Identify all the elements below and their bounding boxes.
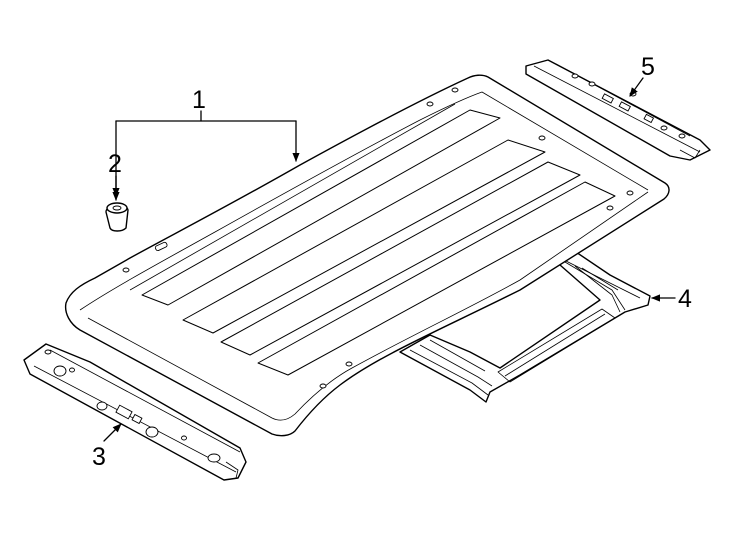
callout-4: 4 — [678, 285, 692, 313]
leader-lines — [103, 77, 676, 442]
roof-panel — [64, 74, 670, 437]
callout-5: 5 — [641, 53, 655, 81]
callout-1: 1 — [192, 86, 206, 114]
roof-bow-reinforcement — [399, 247, 651, 403]
front-header-panel — [23, 343, 247, 481]
callout-3: 3 — [92, 443, 106, 471]
callout-2: 2 — [108, 150, 122, 178]
rear-header-panel — [525, 59, 711, 161]
roof-plug — [105, 202, 129, 232]
